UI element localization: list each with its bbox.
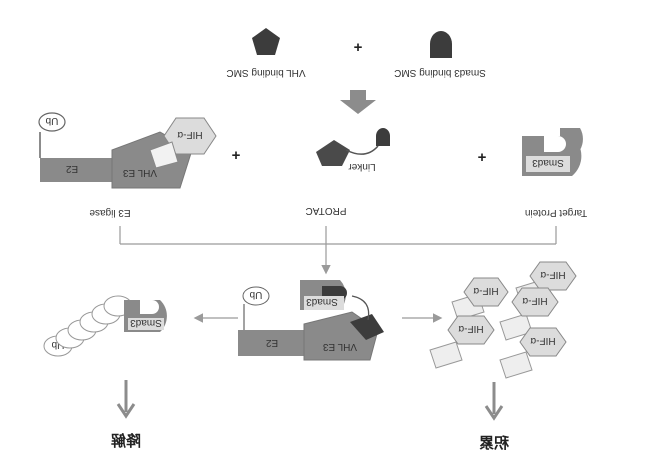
hif-accumulation: HIF-α HIF-α HIF-α HIF-α HIF-α	[429, 261, 577, 379]
smad3-smc-label: Smad3 binding SMC	[394, 67, 486, 78]
svg-text:HIF-α: HIF-α	[540, 269, 565, 280]
vhl-smc-label: VHL binding SMC	[226, 67, 305, 78]
vhl-e3-label: VHL E3	[123, 167, 158, 178]
plus-right: +	[478, 149, 487, 166]
e3-ligase-label: E3 ligase	[89, 207, 131, 218]
plus-left: +	[232, 147, 241, 164]
ub-chain-label: Ub	[51, 339, 64, 350]
result-arrows	[116, 380, 504, 421]
protac-dome-icon	[376, 128, 390, 146]
ternary-vhl-e3-label: VHL E3	[323, 341, 358, 352]
hif-label: HIF-α	[177, 129, 202, 140]
protac-pentagon-icon	[316, 140, 350, 166]
e3-ligase-complex: E2 Ub VHL E3 HIF-α	[38, 112, 217, 189]
linker-curve	[345, 145, 379, 155]
svg-text:HIF-α: HIF-α	[458, 323, 483, 334]
linker-label: Linker	[348, 161, 376, 172]
ternary-ub-label: Ub	[249, 289, 262, 300]
protac-molecule: Linker	[316, 128, 390, 172]
ubiquitinated-smad3: Ub Smad3	[43, 295, 167, 357]
ub-label: Ub	[45, 115, 58, 126]
hif-unit: HIF-α	[499, 287, 559, 341]
hif-unit: HIF-α	[499, 327, 567, 379]
hif-unit: HIF-α	[429, 315, 495, 369]
svg-text:HIF-α: HIF-α	[522, 295, 547, 306]
hif-arrow-tail	[149, 141, 179, 169]
ternary-e2-label: E2	[265, 337, 278, 348]
ternary-complex: Ub E2 VHL E3 Smad3	[238, 280, 384, 361]
e2-shape	[40, 158, 132, 182]
degraded-smad3-label: Smad3	[130, 317, 162, 328]
target-protein-label: Target Protein	[525, 207, 587, 218]
svg-text:HIF-α: HIF-α	[530, 335, 555, 346]
smad3-label: Smad3	[532, 157, 564, 168]
combine-arrow-icon	[340, 90, 376, 114]
top-plus: +	[354, 39, 363, 56]
vhl-smc-pentagon-icon	[252, 28, 280, 55]
hif-unit: HIF-α	[451, 277, 509, 321]
connector-lines	[119, 226, 557, 275]
ternary-smad3-label: Smad3	[306, 296, 338, 307]
accumulation-label: 积累	[479, 434, 509, 452]
ub-ball	[38, 112, 66, 132]
smad3-smc-dome-icon	[430, 31, 452, 58]
e2-label: E2	[65, 163, 78, 174]
target-protein-smad3: Smad3	[522, 128, 583, 176]
ternary-ub	[242, 286, 270, 306]
degradation-label: 降解	[111, 432, 141, 450]
protac-label: PROTAC	[306, 205, 347, 216]
svg-text:HIF-α: HIF-α	[473, 285, 498, 296]
hif-hexagon	[163, 117, 217, 155]
